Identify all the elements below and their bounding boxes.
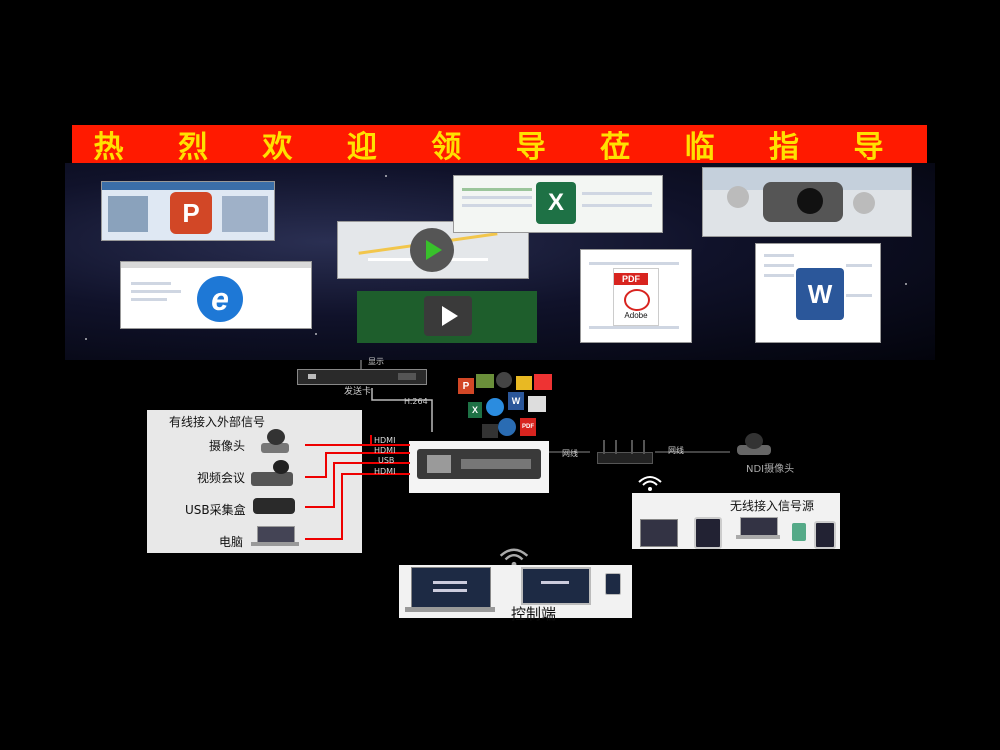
control-terminal-title: 控制端 bbox=[511, 603, 556, 624]
usb-capture-box-icon bbox=[253, 494, 295, 516]
transmitter-top-label: 显示 bbox=[368, 356, 384, 367]
wireless-input-panel: 无线接入信号源 bbox=[632, 493, 840, 549]
excel-mini-icon: X bbox=[468, 402, 482, 418]
router-device bbox=[597, 440, 651, 462]
router-right-label: 网线 bbox=[668, 445, 684, 456]
player-mini-icon bbox=[496, 372, 512, 388]
phone-icon bbox=[792, 523, 806, 541]
wireless-panel-wifi-icon bbox=[636, 474, 664, 492]
sending-card-device bbox=[297, 369, 427, 385]
wireless-panel-title: 无线接入信号源 bbox=[730, 497, 814, 514]
port-label-1: HDMI bbox=[374, 436, 395, 445]
photo-mini-icon bbox=[476, 374, 494, 388]
app-icons-cluster: P X W PDF bbox=[458, 372, 554, 440]
video-conference-device-icon bbox=[251, 460, 293, 488]
image-mini-icon bbox=[516, 376, 532, 390]
ie-mini-icon bbox=[498, 418, 516, 436]
word-mini-icon: W bbox=[508, 392, 524, 410]
pdf-mini-icon: PDF bbox=[520, 418, 536, 436]
monitor-icon bbox=[640, 519, 678, 547]
port-label-2: HDMI bbox=[374, 446, 395, 455]
ndi-camera-label: NDI摄像头 bbox=[746, 460, 794, 475]
port-label-3: USB bbox=[378, 456, 394, 465]
doc-mini-icon bbox=[528, 396, 546, 412]
transmitter-link-line bbox=[372, 388, 432, 432]
wired-input-panel: 有线接入外部信号 摄像头 视频会议 USB采集盒 电脑 bbox=[147, 410, 362, 553]
clapper-mini-icon bbox=[482, 424, 498, 438]
wired-item-usb-label: USB采集盒 bbox=[185, 501, 246, 518]
control-tablet-icon bbox=[521, 567, 591, 605]
wired-item-camera-label: 摄像头 bbox=[209, 437, 245, 454]
transmitter-label: 发送卡 bbox=[344, 384, 371, 397]
gallery-mini-icon bbox=[534, 374, 552, 390]
camera-device-icon bbox=[259, 429, 291, 455]
ndi-camera-icon bbox=[733, 433, 775, 457]
wired-item-conference-label: 视频会议 bbox=[197, 469, 245, 486]
control-phone-icon bbox=[605, 573, 621, 595]
central-processor-device bbox=[409, 441, 549, 493]
small-tablet-icon bbox=[814, 521, 836, 549]
wired-item-pc-label: 电脑 bbox=[219, 533, 243, 550]
control-laptop-icon bbox=[405, 567, 495, 615]
chrome-mini-icon bbox=[486, 398, 504, 416]
laptop-icon bbox=[251, 526, 299, 548]
port-label-4: HDMI bbox=[374, 467, 395, 476]
wireless-laptop-icon bbox=[736, 517, 780, 541]
tablet-icon bbox=[694, 517, 722, 549]
control-terminal-panel: 控制端 bbox=[399, 565, 632, 618]
ppt-mini-icon: P bbox=[458, 378, 474, 394]
wired-panel-title: 有线接入外部信号 bbox=[169, 413, 265, 430]
link-label: H.264 bbox=[404, 397, 428, 406]
router-left-label: 网线 bbox=[562, 448, 578, 459]
